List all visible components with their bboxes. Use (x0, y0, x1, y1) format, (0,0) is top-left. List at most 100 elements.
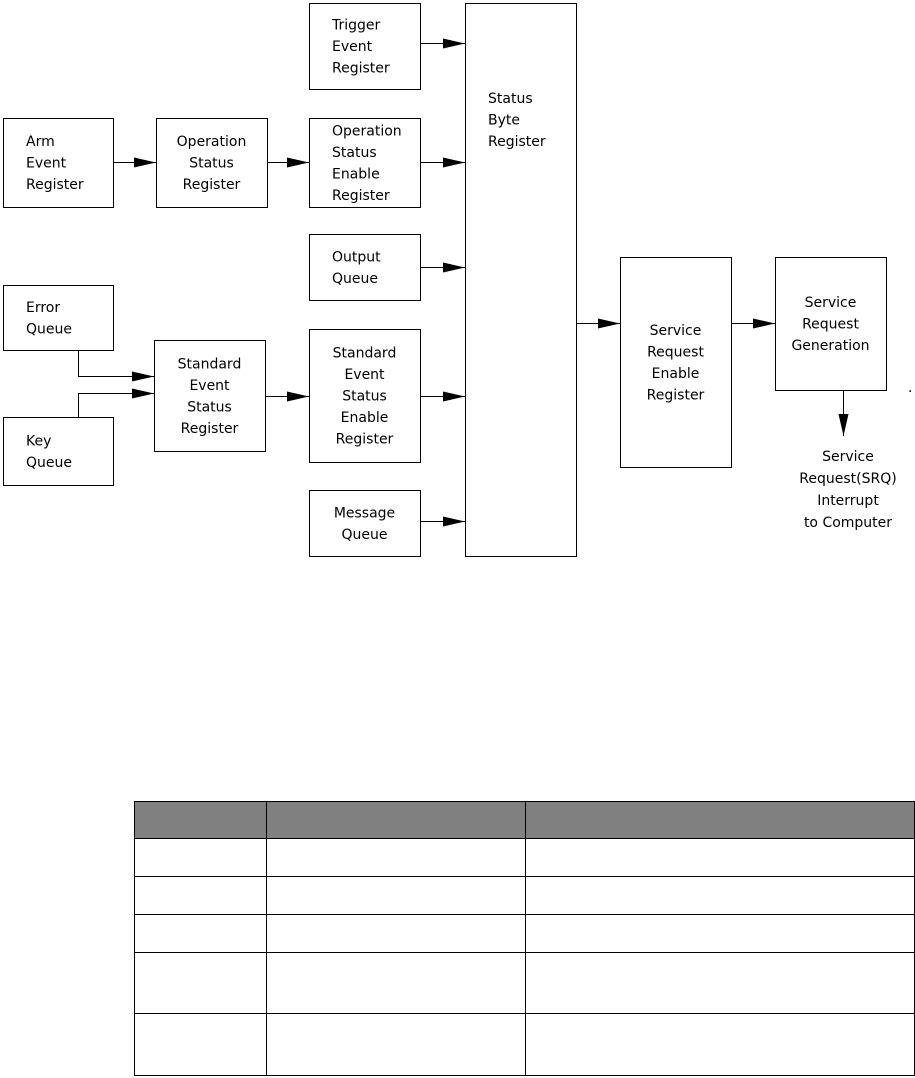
standard-event-status-register-label: Event (189, 378, 230, 394)
operation-status-enable-register-label: Register (332, 188, 390, 204)
message-queue-label: Queue (342, 527, 388, 543)
operation-status-register-box (156, 118, 268, 208)
output-queue-label: Queue (332, 271, 378, 287)
service-request-enable-register-label: Enable (652, 366, 700, 382)
standard-event-status-enable-register-label: Enable (341, 410, 389, 426)
standard-event-status-register-box (154, 340, 266, 452)
key-queue-label: Queue (26, 455, 72, 471)
arm-event-register-box (3, 118, 114, 208)
arrow-key-queue-to-standard-event (78, 388, 154, 417)
arm-event-register-label: Event (26, 156, 67, 172)
service-request-generation-label: Generation (791, 338, 869, 354)
service-request-generation-label: Request (802, 317, 859, 333)
table-row (134, 838, 915, 877)
table-cell (134, 1013, 267, 1076)
status-system-diagram: ArmEventRegisterOperationStatusRegisterT… (3, 3, 912, 557)
standard-event-status-enable-register-label: Register (336, 432, 394, 448)
trigger-event-register-label: Event (332, 39, 373, 55)
standard-event-status-enable-register-label: Status (342, 389, 387, 405)
table-cell (525, 952, 915, 1014)
key-queue-label: Key (26, 433, 51, 449)
service-request-generation-label: Service (805, 295, 857, 311)
table-cell (266, 876, 526, 915)
status-byte-register-label: Status (488, 91, 533, 107)
operation-status-register-label: Register (183, 177, 241, 193)
standard-event-status-register-label: Register (181, 421, 239, 437)
status-byte-register-label: Byte (488, 113, 520, 129)
status-byte-register-box (465, 3, 577, 557)
register-table (134, 801, 915, 1076)
table-row (134, 914, 915, 953)
arm-event-register-label: Arm (26, 134, 55, 150)
table-cell (134, 838, 267, 877)
error-queue-box (3, 285, 114, 351)
arrow-error-queue-to-standard-event (78, 350, 154, 382)
service-request-generation-box (775, 257, 887, 391)
table-cell (266, 914, 526, 953)
table-cell (266, 1013, 526, 1076)
table-cell (525, 876, 915, 915)
edge-mark: . (908, 380, 912, 396)
service-request-enable-register-label: Register (647, 387, 705, 403)
table-cell (134, 876, 267, 915)
srq-output-label-line: Request(SRQ) (799, 471, 896, 487)
table-header-cell (134, 801, 267, 839)
arm-event-register-label: Register (26, 177, 84, 193)
output-queue-label: Output (332, 249, 381, 265)
table-row (134, 952, 915, 1014)
message-queue-box (309, 490, 421, 557)
service-request-enable-register-label: Request (647, 344, 704, 360)
table-header-cell (525, 801, 915, 839)
error-queue-label: Queue (26, 321, 72, 337)
standard-event-status-enable-register-box (309, 329, 421, 463)
trigger-event-register-box (309, 3, 421, 90)
output-queue-box (309, 234, 421, 301)
service-request-enable-register-box (620, 257, 732, 468)
srq-output-label-line: Service (822, 449, 874, 465)
status-byte-register-label: Register (488, 134, 546, 150)
srq-output-label-line: Interrupt (817, 493, 879, 509)
trigger-event-register-label: Register (332, 61, 390, 77)
standard-event-status-register-label: Status (187, 399, 232, 415)
operation-status-enable-register-box (309, 118, 421, 208)
table-row (134, 1013, 915, 1076)
key-queue-box (3, 417, 114, 486)
table-cell (266, 952, 526, 1014)
error-queue-label: Error (26, 300, 60, 316)
table-cell (134, 914, 267, 953)
table-cell (266, 838, 526, 877)
message-queue-label: Message (334, 505, 395, 521)
operation-status-enable-register-label: Status (332, 145, 377, 161)
table-cell (525, 914, 915, 953)
standard-event-status-register-label: Standard (178, 356, 242, 372)
table-cell (134, 952, 267, 1014)
table-cell (525, 838, 915, 877)
service-request-enable-register-label: Service (650, 323, 702, 339)
table-cell (525, 1013, 915, 1076)
table-header-cell (266, 801, 526, 839)
standard-event-status-enable-register-label: Event (344, 367, 385, 383)
standard-event-status-enable-register-label: Standard (333, 346, 397, 362)
operation-status-register-label: Operation (177, 134, 247, 150)
table-row (134, 876, 915, 915)
srq-output-label-line: to Computer (804, 515, 892, 531)
operation-status-register-label: Status (189, 156, 234, 172)
trigger-event-register-label: Trigger (331, 18, 381, 34)
operation-status-enable-register-label: Enable (332, 166, 380, 182)
operation-status-enable-register-label: Operation (332, 123, 402, 139)
table-header-row (134, 801, 915, 839)
